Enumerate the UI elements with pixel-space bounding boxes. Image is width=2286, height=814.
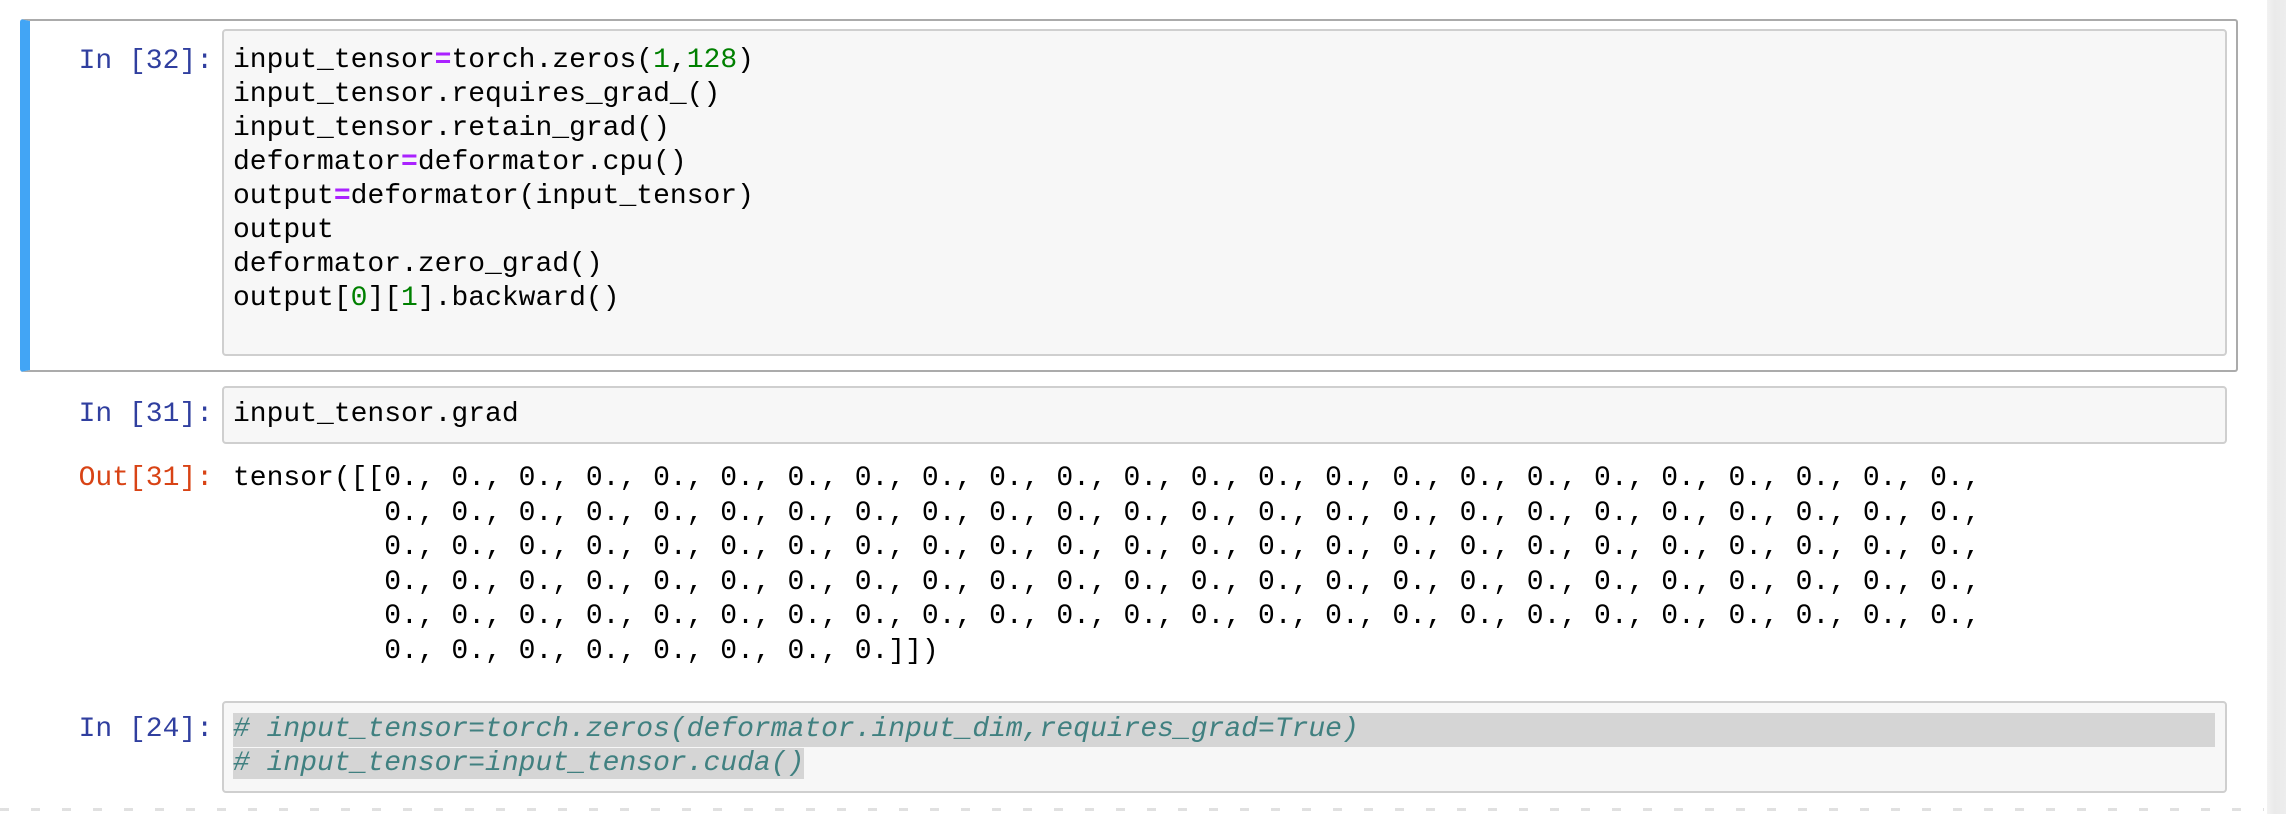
code-line: output=deformator(input_tensor) [233, 181, 754, 212]
code-line: input_tensor.requires_grad_() [233, 79, 721, 110]
notebook-container: In [32]: input_tensor=torch.zeros(1,128)… [20, 0, 2238, 793]
code-line: deformator=deformator.cpu() [233, 147, 687, 178]
output-prompt-out31: Out[31]: [78, 463, 213, 494]
notebook-end-space[interactable] [0, 808, 2264, 811]
code-line: # input_tensor=input_tensor.cuda() [233, 748, 805, 779]
cell-in31[interactable]: In [31]: input_tensor.grad [20, 386, 2238, 444]
code-line: # input_tensor=torch.zeros(deformator.in… [233, 713, 2215, 747]
code-editor-in32[interactable]: input_tensor=torch.zeros(1,128)input_ten… [222, 29, 2227, 356]
cell-in32[interactable]: In [32]: input_tensor=torch.zeros(1,128)… [20, 19, 2238, 372]
scrollbar-track[interactable] [2267, 0, 2286, 814]
code-lines-in31[interactable]: input_tensor.grad [224, 388, 2225, 442]
input-prompt-in24: In [24]: [78, 714, 213, 745]
code-line: input_tensor.grad [233, 399, 519, 430]
output-text-out31: tensor([[0., 0., 0., 0., 0., 0., 0., 0.,… [233, 463, 1981, 667]
code-line: input_tensor.retain_grad() [233, 113, 670, 144]
code-editor-in24[interactable]: # input_tensor=torch.zeros(deformator.in… [222, 701, 2227, 793]
input-prompt-in31: In [31]: [78, 399, 213, 430]
code-line: output [233, 215, 334, 246]
code-line: output[0][1].backward() [233, 283, 620, 314]
code-editor-in31[interactable]: input_tensor.grad [222, 386, 2227, 444]
code-line: deformator.zero_grad() [233, 249, 603, 280]
input-prompt-in32: In [32]: [78, 46, 213, 77]
output-area-out31: Out[31]: tensor([[0., 0., 0., 0., 0., 0.… [20, 456, 2238, 669]
code-lines-in32[interactable]: input_tensor=torch.zeros(1,128)input_ten… [224, 31, 2225, 354]
code-lines-in24[interactable]: # input_tensor=torch.zeros(deformator.in… [224, 703, 2225, 791]
code-line: input_tensor=torch.zeros(1,128) [233, 45, 754, 76]
cell-in24[interactable]: In [24]: # input_tensor=torch.zeros(defo… [20, 701, 2238, 793]
